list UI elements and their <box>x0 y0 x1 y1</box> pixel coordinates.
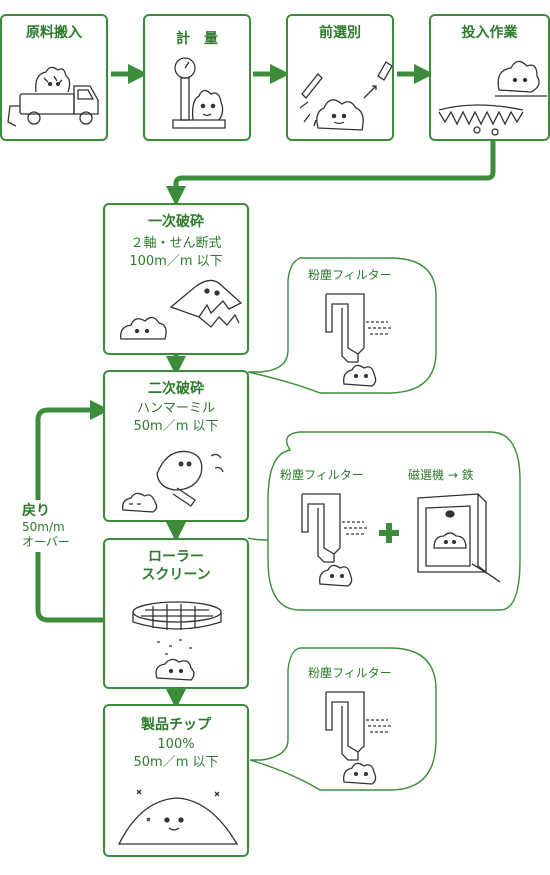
step-roller-screen: ローラー スクリーン <box>103 538 249 689</box>
chip-pile-illustration <box>117 789 239 845</box>
step-detail-2: 50m／m 以下 <box>133 419 219 434</box>
hammer-mill-illustration <box>122 450 224 513</box>
step-title-2: スクリーン <box>141 567 211 583</box>
feeding-illustration <box>438 60 547 136</box>
step-product-chips: 製品チップ 100% 50m／m 以下 <box>103 704 249 857</box>
magnetic-separator-illustration <box>417 493 501 583</box>
step-title: 計 量 <box>176 31 218 47</box>
return-size: 50m/m <box>22 520 65 534</box>
step-detail-1: ２軸・せん断式 <box>130 236 222 251</box>
twin-shaft-shredder-illustration <box>120 279 243 340</box>
scale-illustration <box>172 57 226 129</box>
step-detail-2: 50m／m 以下 <box>133 755 219 770</box>
step-title: 一次破砕 <box>148 214 204 230</box>
step-title: 二次破砕 <box>148 381 204 397</box>
roller-screen-illustration <box>132 601 222 681</box>
step-detail-2: 100m／m 以下 <box>129 254 223 269</box>
step-raw-material-intake: 原料搬入 <box>0 14 108 141</box>
dust-filter-illustration-2 <box>301 493 368 587</box>
step-title: 製品チップ <box>141 717 211 733</box>
arrow-4-5 <box>166 140 496 206</box>
dust-filter-label-3: 粉塵フィルター <box>308 666 392 680</box>
step-pre-sorting: 前選別 <box>286 14 394 141</box>
step-feeding: 投入作業 <box>429 14 550 141</box>
dust-filter-illustration-1 <box>325 293 392 387</box>
step-weighing: 計 量 <box>143 14 251 141</box>
return-label: 戻り 50m/m オーバー <box>20 500 72 552</box>
magnetic-separator-label: 磁選機 → 鉄 <box>408 468 474 482</box>
dust-filter-label-1: 粉塵フィルター <box>308 268 392 282</box>
bubble-3-outline <box>249 647 437 791</box>
plus-icon <box>379 523 399 543</box>
step-detail-1: 100% <box>157 737 195 752</box>
step-title: 原料搬入 <box>26 25 82 41</box>
step-title: 前選別 <box>319 25 361 41</box>
step-title: 投入作業 <box>461 25 518 41</box>
sorting-illustration <box>299 61 393 131</box>
step-secondary-crushing: 二次破砕 ハンマーミル 50m／m 以下 <box>103 370 249 522</box>
truck-illustration <box>7 66 99 127</box>
dust-filter-label-2: 粉塵フィルター <box>280 468 364 482</box>
dust-filter-illustration-3 <box>325 691 392 785</box>
return-oversize: オーバー <box>22 535 70 549</box>
return-title: 戻り <box>22 503 50 519</box>
step-primary-crushing: 一次破砕 ２軸・せん断式 100m／m 以下 <box>103 203 249 355</box>
step-title: ローラー <box>148 549 204 565</box>
step-detail-1: ハンマーミル <box>136 401 215 416</box>
